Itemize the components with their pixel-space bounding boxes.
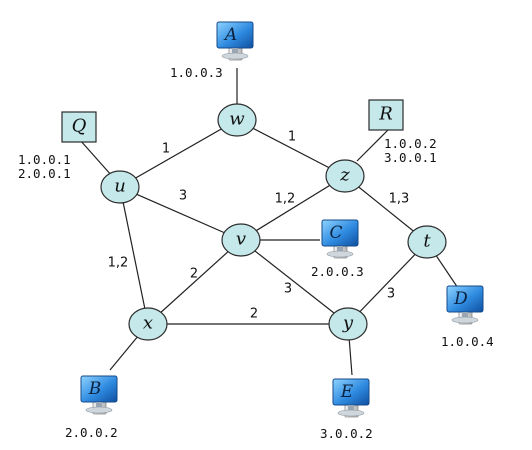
link-x-v bbox=[147, 239, 242, 325]
host-c-label: C bbox=[329, 223, 342, 243]
box-q-label: Q bbox=[72, 116, 87, 137]
box-q[interactable]: Q bbox=[61, 111, 97, 143]
router-x-label: x bbox=[143, 313, 153, 334]
host-e-label: E bbox=[340, 382, 354, 402]
router-x[interactable]: x bbox=[128, 307, 168, 341]
link-label-z-t: 1,3 bbox=[389, 192, 410, 207]
host-e-address: 3.0.0.2 bbox=[320, 426, 373, 441]
routers: w u z v t x y bbox=[100, 103, 447, 341]
host-a[interactable]: A bbox=[216, 21, 254, 61]
link-label-u-x: 1,2 bbox=[108, 256, 129, 271]
box-r-address-2: 3.0.0.1 bbox=[384, 150, 437, 165]
link-label-w-z: 1 bbox=[288, 130, 296, 145]
router-v[interactable]: v bbox=[221, 223, 261, 257]
link-u-w bbox=[119, 119, 238, 188]
link-r-z bbox=[356, 129, 389, 162]
link-u-x bbox=[119, 186, 149, 325]
link-label-u-w: 1 bbox=[162, 142, 170, 157]
host-c-address: 2.0.0.3 bbox=[311, 264, 364, 279]
link-label-z-v: 1,2 bbox=[275, 192, 296, 207]
host-a-label: A bbox=[223, 25, 237, 45]
link-label-x-y: 2 bbox=[250, 307, 258, 322]
link-label-v-y: 3 bbox=[284, 282, 292, 297]
router-w[interactable]: w bbox=[217, 103, 257, 137]
link-q-u bbox=[79, 139, 113, 177]
router-u[interactable]: u bbox=[100, 170, 140, 204]
host-b-label: B bbox=[88, 379, 102, 399]
link-label-t-y: 3 bbox=[387, 287, 395, 302]
router-v-label: v bbox=[236, 229, 246, 250]
link-label-x-v: 2 bbox=[190, 267, 198, 282]
host-e[interactable]: E bbox=[332, 378, 370, 418]
host-b[interactable]: B bbox=[80, 375, 118, 415]
host-b-address: 2.0.0.2 bbox=[65, 425, 118, 440]
link-w-z bbox=[236, 119, 346, 177]
router-t-label: t bbox=[423, 231, 431, 252]
router-t[interactable]: t bbox=[407, 225, 447, 259]
router-u-label: u bbox=[114, 176, 126, 197]
router-w-label: w bbox=[229, 109, 245, 130]
box-q-address-2: 2.0.0.1 bbox=[18, 166, 71, 181]
host-d-address: 1.0.0.4 bbox=[441, 334, 494, 349]
router-y-label: y bbox=[342, 313, 354, 334]
box-q-address-1: 1.0.0.1 bbox=[18, 152, 71, 167]
host-c[interactable]: C bbox=[321, 219, 359, 259]
box-r-address-1: 1.0.0.2 bbox=[384, 136, 437, 151]
host-d[interactable]: D bbox=[446, 285, 484, 325]
host-a-address: 1.0.0.3 bbox=[170, 65, 223, 80]
link-u-v bbox=[119, 186, 242, 241]
router-z-label: z bbox=[339, 165, 350, 186]
box-r[interactable]: R bbox=[368, 99, 404, 131]
router-z[interactable]: z bbox=[325, 159, 365, 193]
link-v-y bbox=[240, 239, 349, 325]
link-t-y bbox=[347, 241, 428, 325]
link-label-u-v: 3 bbox=[179, 189, 187, 204]
link-z-v bbox=[240, 175, 346, 241]
link-labels: 1 1 3 1,2 1,3 1,2 2 2 3 3 bbox=[108, 130, 410, 322]
box-r-label: R bbox=[378, 104, 393, 125]
router-y[interactable]: y bbox=[328, 307, 368, 341]
links bbox=[79, 68, 463, 376]
host-d-label: D bbox=[453, 289, 468, 309]
